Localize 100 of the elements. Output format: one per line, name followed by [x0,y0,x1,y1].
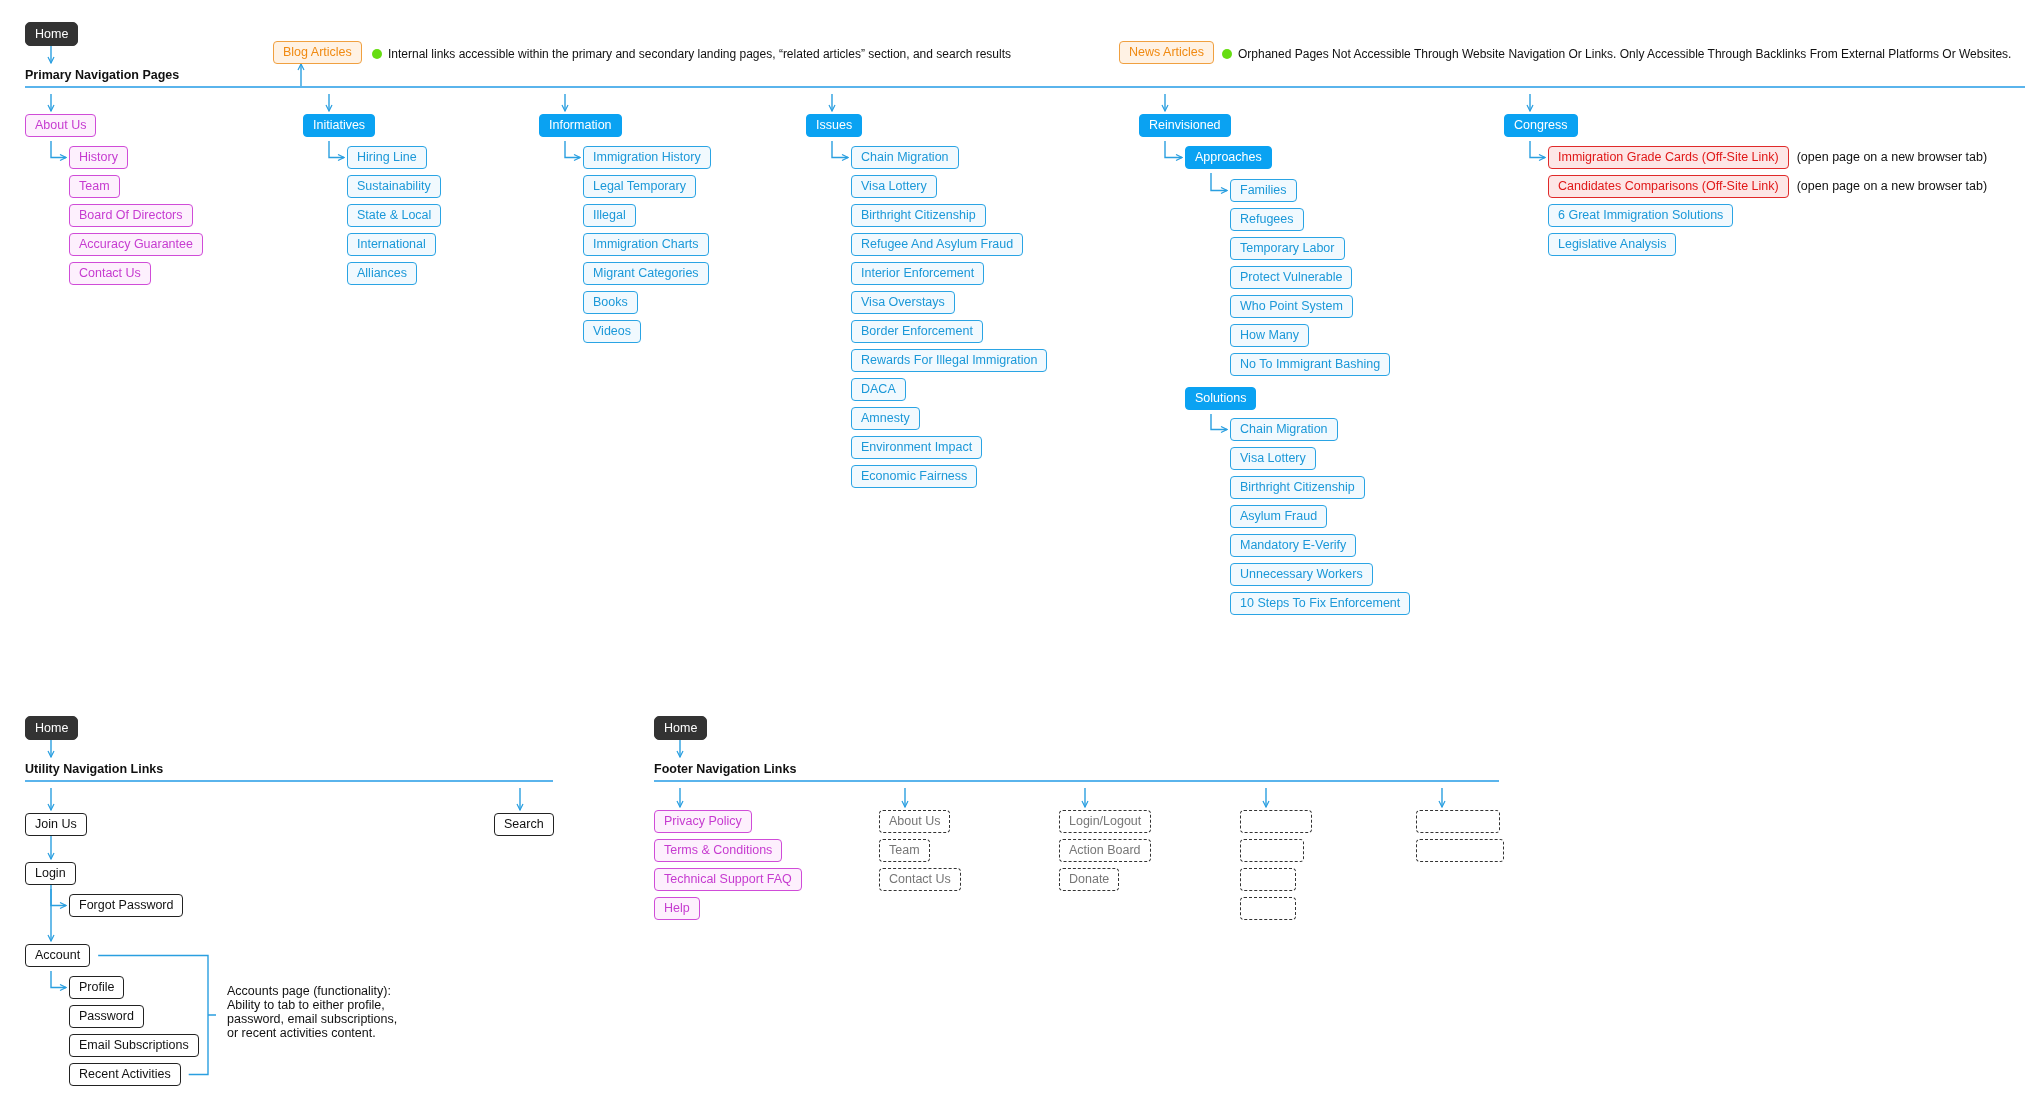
page-node: Visa Lottery [1230,447,1316,470]
page-node [1240,839,1304,862]
page-node [1240,810,1312,833]
page-node: Email Subscriptions [69,1034,199,1057]
page-node: Mandatory E-Verify [1230,534,1357,557]
page-node: Border Enforcement [851,320,983,343]
arrow [1210,413,1228,434]
page-node: Recent Activities [69,1063,181,1086]
section-node: Reinvisioned [1139,114,1231,137]
section-node: Congress [1504,114,1578,137]
arrow [328,140,345,162]
section-node: Issues [806,114,863,137]
page-node: State & Local [347,204,442,227]
section-node: Solutions [1185,387,1257,410]
page-node: Password [69,1005,144,1028]
page-node: Refugees [1230,208,1304,231]
page-node: Alliances [347,262,418,285]
arrow [1161,93,1169,112]
arrow [1164,140,1183,162]
note-text: Accounts page (functionality): Ability to tab to either profile, password, email subscriptions, or recent activities content. [227,984,399,1040]
page-node: International [347,233,436,256]
section-heading: Primary Navigation Pages [25,66,2025,88]
page-node [1416,839,1504,862]
page-node: Rewards For Illegal Immigration [851,349,1048,372]
note-text: (open page on a new browser tab) [1796,178,1988,196]
page-node: Interior Enforcement [851,262,985,285]
article-node: News Articles [1119,41,1215,64]
page-node: Profile [69,976,125,999]
page-node: Chain Migration [1230,418,1338,441]
page-node: Who Point System [1230,295,1353,318]
page-node: Videos [583,320,641,343]
page-node: Join Us [25,813,87,836]
page-node: Chain Migration [851,146,959,169]
page-node: Terms & Conditions [654,839,783,862]
page-node: Families [1230,179,1297,202]
arrow [516,787,524,811]
article-node: Blog Articles [273,41,362,64]
arrow [828,93,836,112]
page-node: Search [494,813,554,836]
arrow [297,63,305,89]
arrow [325,93,333,112]
page-node [1240,897,1296,920]
arrow [831,140,849,162]
arrow [1438,787,1446,808]
page-node: Board Of Directors [69,204,193,227]
arrow [676,787,684,808]
page-node: About Us [25,114,97,137]
page-node: Protect Vulnerable [1230,266,1353,289]
page-node: Birthright Citizenship [1230,476,1365,499]
page-node [1416,810,1500,833]
page-node: Refugee And Asylum Fraud [851,233,1024,256]
page-node: DACA [851,378,906,401]
section-node: Approaches [1185,146,1272,169]
page-node: Team [879,839,930,862]
page-node: Unnecessary Workers [1230,563,1373,586]
page-node: Privacy Policy [654,810,752,833]
page-node: About Us [879,810,951,833]
page-node: Legal Temporary [583,175,696,198]
home-node: Home [25,22,79,46]
page-node: Contact Us [879,868,961,891]
page-node: Illegal [583,204,636,227]
page-node: Migrant Categories [583,262,709,285]
arrow [1081,787,1089,808]
home-node: Home [654,716,708,740]
page-node: Help [654,897,700,920]
page-node: Login [25,862,76,885]
page-node: Technical Support FAQ [654,868,802,891]
page-node: Books [583,291,638,314]
arrow [564,140,581,162]
page-node: Forgot Password [69,894,184,917]
page-node: Contact Us [69,262,151,285]
page-node: No To Immigrant Bashing [1230,353,1391,376]
arrow [50,970,67,992]
arrow [47,739,55,758]
page-node [1240,868,1296,891]
arrow [47,45,55,64]
arrow [901,787,909,808]
arrow [47,93,55,112]
page-node: Login/Logout [1059,810,1152,833]
page-node: Action Board [1059,839,1151,862]
page-node: Accuracy Guarantee [69,233,203,256]
section-heading: Utility Navigation Links [25,760,553,782]
section-node: Information [539,114,622,137]
external-link-node: Candidates Comparisons (Off-Site Link) [1548,175,1789,198]
arrow [561,93,569,112]
page-node: History [69,146,128,169]
page-node: Donate [1059,868,1120,891]
page-node: How Many [1230,324,1310,347]
arrow [50,140,67,162]
page-node: Sustainability [347,175,441,198]
page-node: Account [25,944,91,967]
page-node: 10 Steps To Fix Enforcement [1230,592,1411,615]
section-node: Initiatives [303,114,376,137]
page-node: Visa Lottery [851,175,937,198]
arrow [1529,140,1546,162]
arrow [47,835,55,860]
page-node: Team [69,175,120,198]
page-node: Hiring Line [347,146,427,169]
page-node: Legislative Analysis [1548,233,1677,256]
arrow [1210,172,1228,195]
